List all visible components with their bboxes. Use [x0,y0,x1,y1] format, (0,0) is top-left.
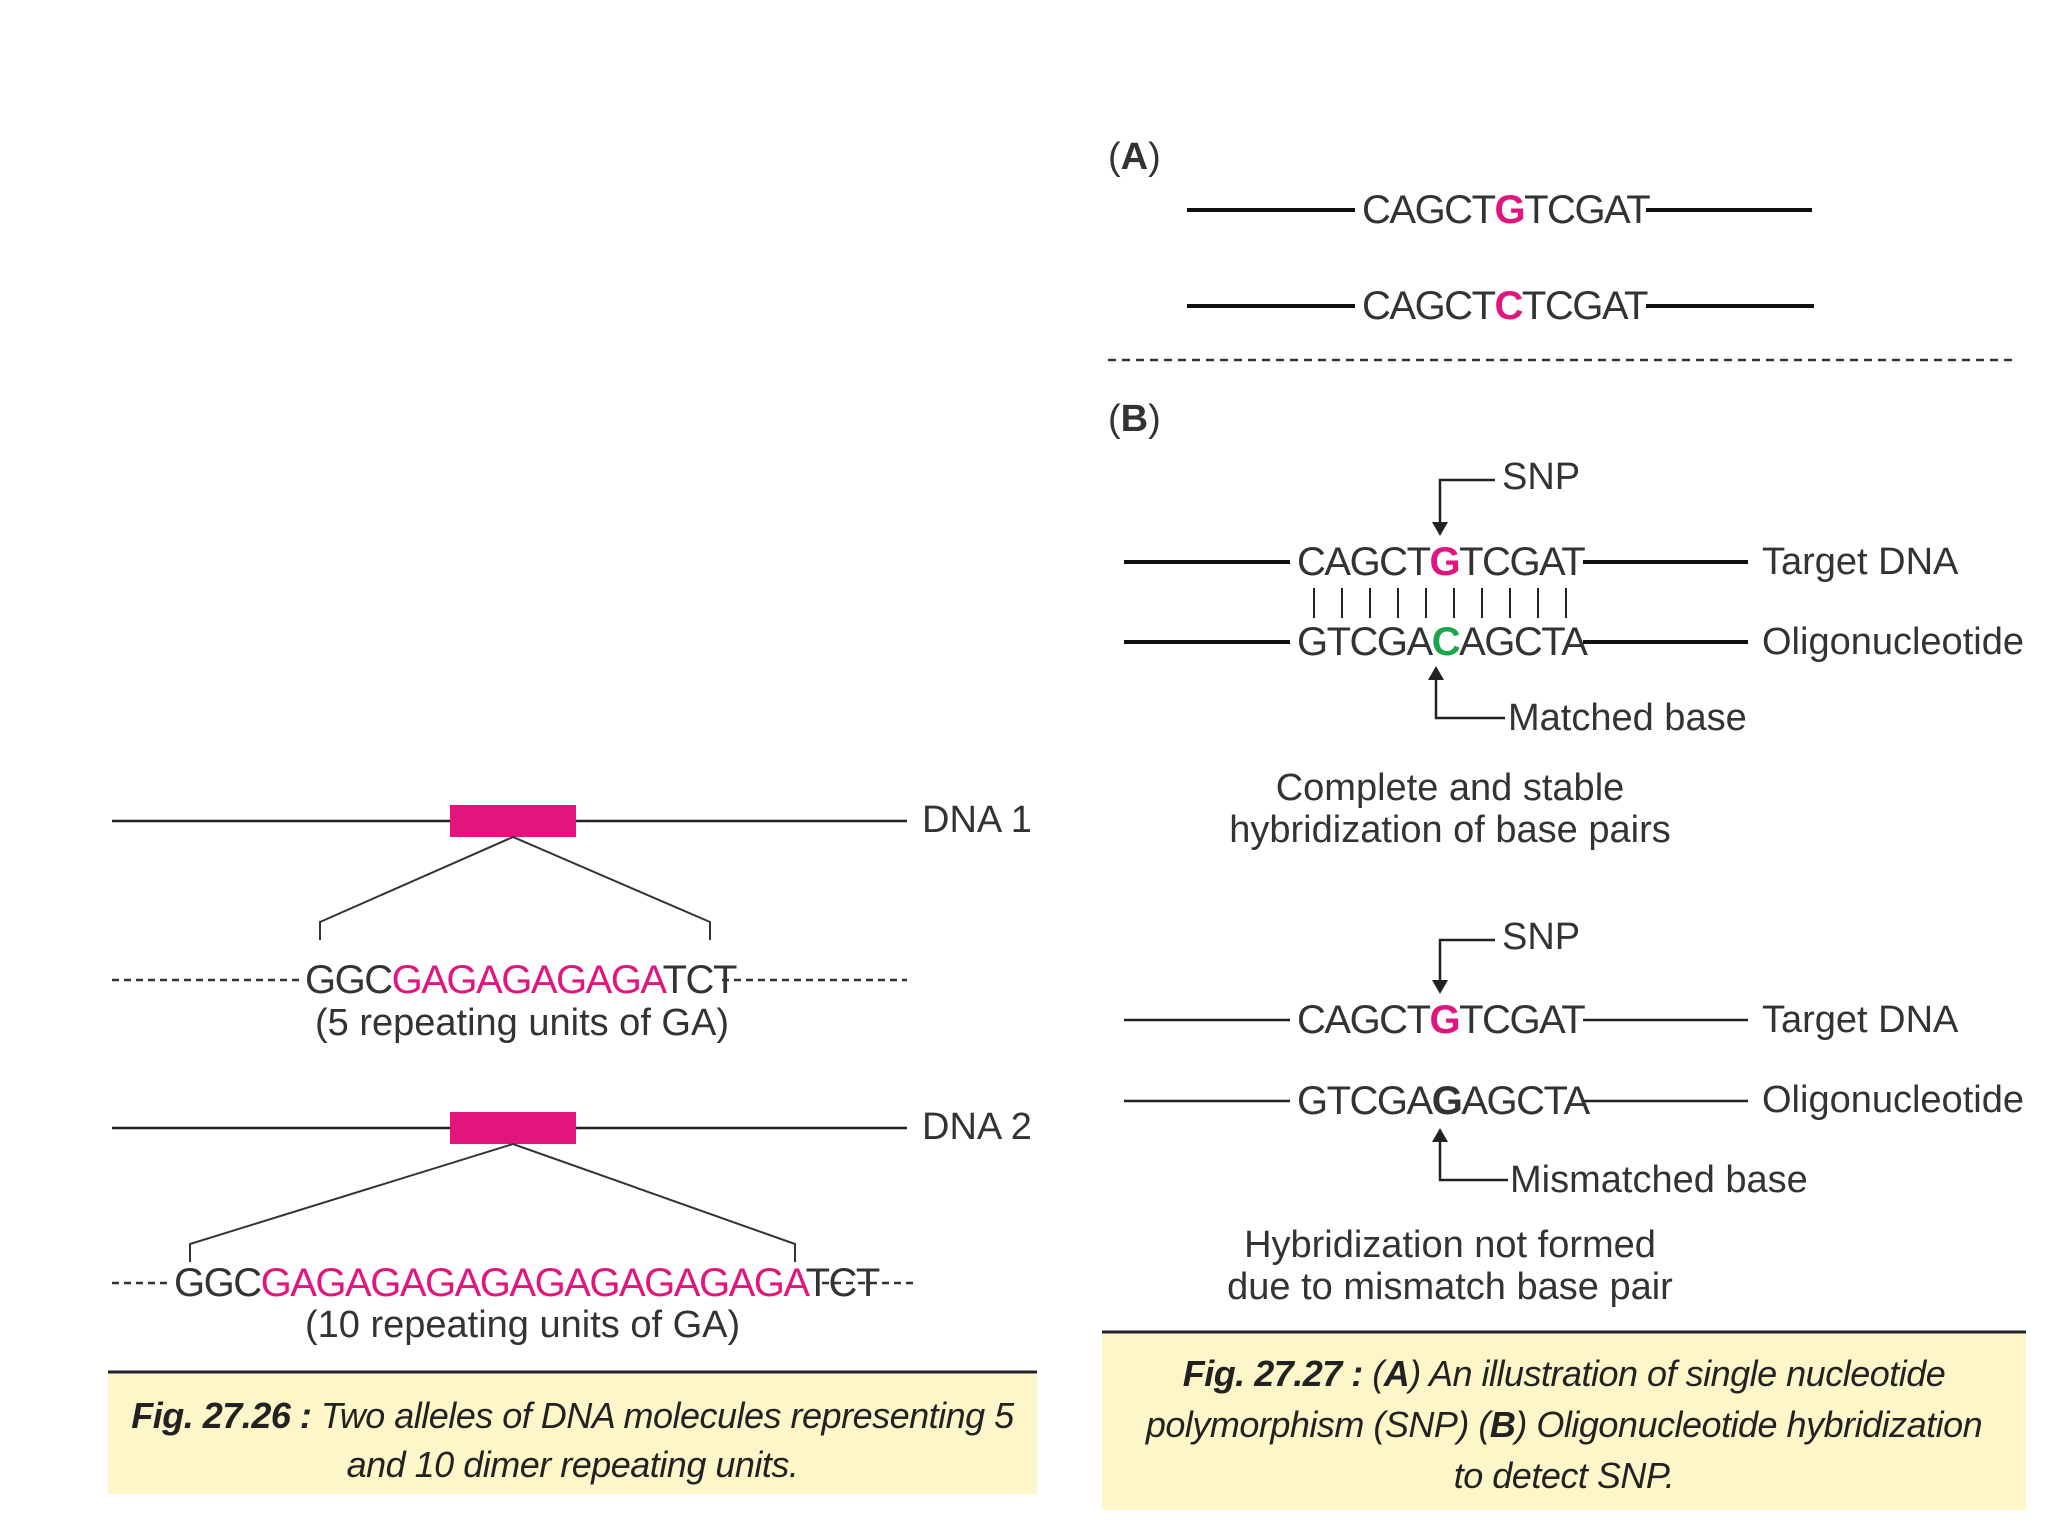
panel-b-label: (B) [1108,398,1161,440]
allele2-sequence: GGCGAGAGAGAGAGAGAGAGAGATCT [174,1261,881,1306]
dna1-repeat-region [450,805,576,837]
target-snp-base-2: G [1429,998,1461,1042]
allele2-prefix: GGC [174,1261,262,1305]
oligonucleotide-label: Oligonucleotide [1762,621,2024,663]
matched-result-note: Complete and stable hybridization of bas… [1229,767,1671,851]
figure-26-caption: Fig. 27.26 : Two alleles of DNA molecule… [108,1374,1037,1494]
allele1-note: (5 repeating units of GA) [315,1002,729,1044]
allele2-suffix: TCT [805,1261,881,1305]
target-dna-label-2: Target DNA [1762,999,1959,1041]
snp-label: SNP [1502,456,1581,498]
matched-pointer-arrowhead [1428,666,1444,680]
allele1-suffix: TCT [662,958,738,1002]
target-dna-sequence: CAGCTGTCGAT [1297,540,1586,584]
mismatched-pointer-arrowhead [1432,1128,1448,1142]
allele2-repeat: GAGAGAGAGAGAGAGAGAGA [260,1261,807,1305]
snp-allele-2-base: C [1494,284,1524,328]
snp-pointer-line-2 [1438,938,1495,988]
target-snp-base: G [1429,540,1461,584]
allele1-repeat: GAGAGAGAGA [391,958,665,1002]
caption-27-number: Fig. 27.27 : [1182,1353,1364,1394]
dna2-repeat-region [450,1112,576,1144]
matched-base-label: Matched base [1508,697,1747,739]
snp-allele-1: CAGCTGTCGAT [1362,188,1651,232]
snp-pointer-line [1438,478,1495,530]
dna2-zoom-lines [189,1142,796,1262]
allele1-sequence: GGCGAGAGAGAGATCT [305,958,738,1003]
oligo-sequence: GTCGACAGCTA [1297,620,1588,664]
dna2-label: DNA 2 [922,1106,1032,1148]
figure-27-caption: Fig. 27.27 : (A) An illustration of sing… [1102,1334,2026,1510]
mismatched-pointer-line [1438,1134,1508,1182]
target-dna-sequence-2: CAGCTGTCGAT [1297,998,1586,1042]
oligonucleotide-label-2: Oligonucleotide [1762,1079,2024,1121]
panel-a-label: (A) [1108,136,1161,178]
snp-label-2: SNP [1502,916,1581,958]
mismatched-base-label: Mismatched base [1510,1159,1808,1201]
base-pair-bonds [1313,588,1567,618]
snp-allele-2: CAGCTCTCGAT [1362,284,1648,328]
matched-pointer-line [1434,672,1505,720]
snp-allele-1-base: G [1494,188,1526,232]
dna1-label: DNA 1 [922,799,1032,841]
snp-pointer-arrowhead-2 [1432,980,1448,994]
oligo-sequence-2: GTCGAGAGCTA [1297,1079,1590,1123]
mismatched-result-note: Hybridization not formed due to mismatch… [1227,1224,1673,1308]
oligo-mismatched-base: G [1431,1079,1463,1123]
dna1-zoom-lines [319,835,711,940]
allele2-note: (10 repeating units of GA) [305,1304,741,1346]
target-dna-label: Target DNA [1762,541,1959,583]
caption-26-number: Fig. 27.26 : [131,1395,312,1436]
oligo-matched-base: C [1431,620,1461,664]
snp-pointer-arrowhead [1432,522,1448,536]
caption-26-text: Two alleles of DNA molecules representin… [320,1395,1014,1485]
allele1-prefix: GGC [305,958,393,1002]
